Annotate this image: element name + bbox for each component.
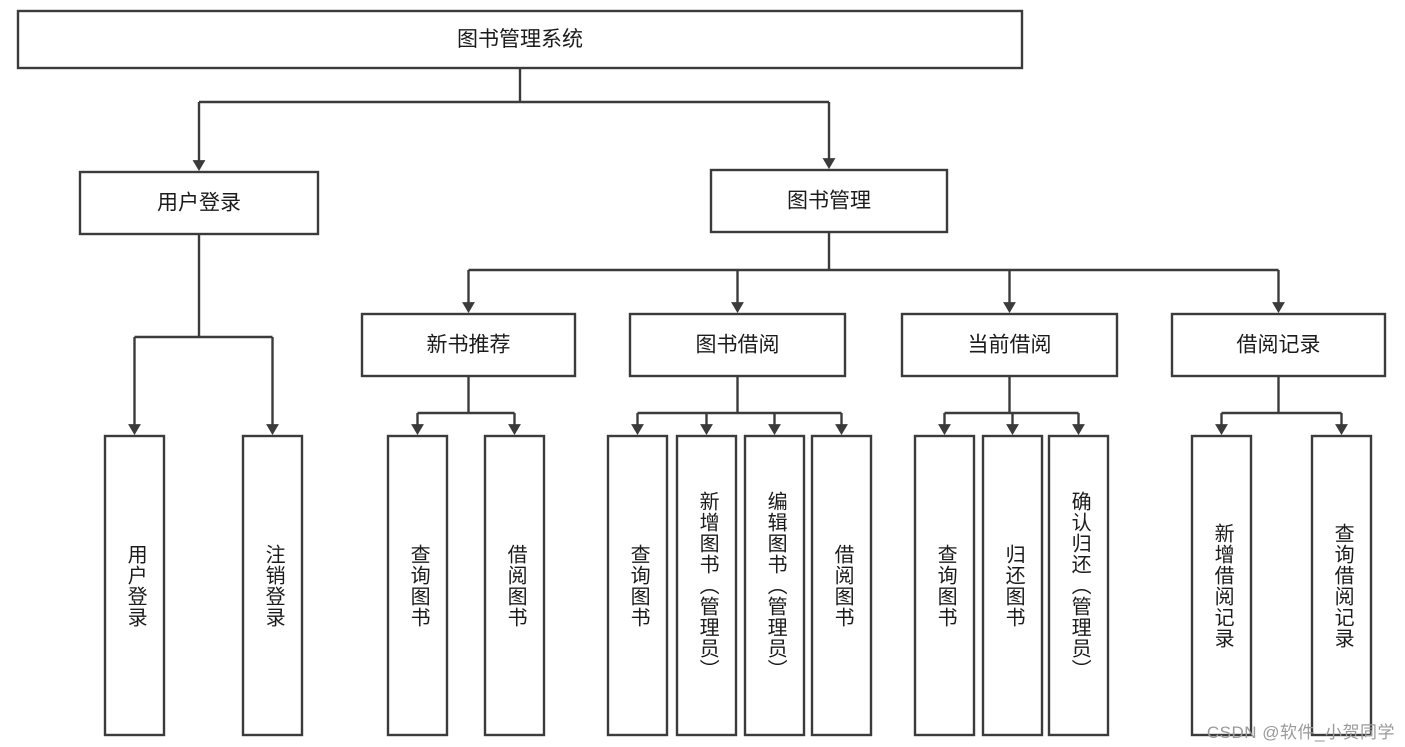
node-label-current-borrow: 当前借阅 (968, 334, 1052, 357)
node-box-book-manage[interactable] (709, 168, 949, 234)
node-box-leaf-return-book[interactable] (981, 434, 1044, 737)
node-label-root: 图书管理系统 (457, 28, 583, 51)
node-box-leaf-confirm-return-admin[interactable] (1047, 434, 1110, 737)
node-box-leaf-borrow-book[interactable] (810, 434, 873, 737)
node-label-borrow-record: 借阅记录 (1237, 334, 1321, 357)
node-box-leaf-add-book-admin[interactable] (675, 434, 738, 737)
node-box-leaf-query-borrow-record[interactable] (1310, 434, 1373, 737)
node-box-leaf-user-login[interactable] (103, 434, 166, 737)
node-label-book-manage: 图书管理 (787, 190, 871, 213)
node-box-leaf-borrow-book-rec[interactable] (483, 434, 546, 737)
connectors-layer (128, 68, 1348, 436)
node-label-book-borrow: 图书借阅 (696, 334, 780, 357)
node-box-leaf-add-borrow-record[interactable] (1190, 434, 1253, 737)
node-box-leaf-query-book-rec[interactable] (386, 434, 449, 737)
node-box-leaf-edit-book-admin[interactable] (743, 434, 806, 737)
node-box-borrow-record[interactable] (1170, 312, 1387, 378)
node-box-leaf-query-book-borrow[interactable] (606, 434, 669, 737)
node-label-new-book-recommend: 新书推荐 (427, 334, 511, 357)
node-label-user-login: 用户登录 (157, 192, 241, 215)
node-box-new-book-recommend[interactable] (360, 312, 577, 378)
node-box-user-login[interactable] (78, 170, 320, 236)
node-box-leaf-query-book-current[interactable] (913, 434, 976, 737)
boxes-layer (16, 9, 1387, 737)
node-box-root[interactable] (16, 9, 1024, 70)
watermark-text: CSDN @软件_小贺同学 (1206, 723, 1395, 742)
node-box-book-borrow[interactable] (628, 312, 847, 378)
node-box-leaf-logout[interactable] (241, 434, 304, 737)
node-box-current-borrow[interactable] (900, 312, 1119, 378)
